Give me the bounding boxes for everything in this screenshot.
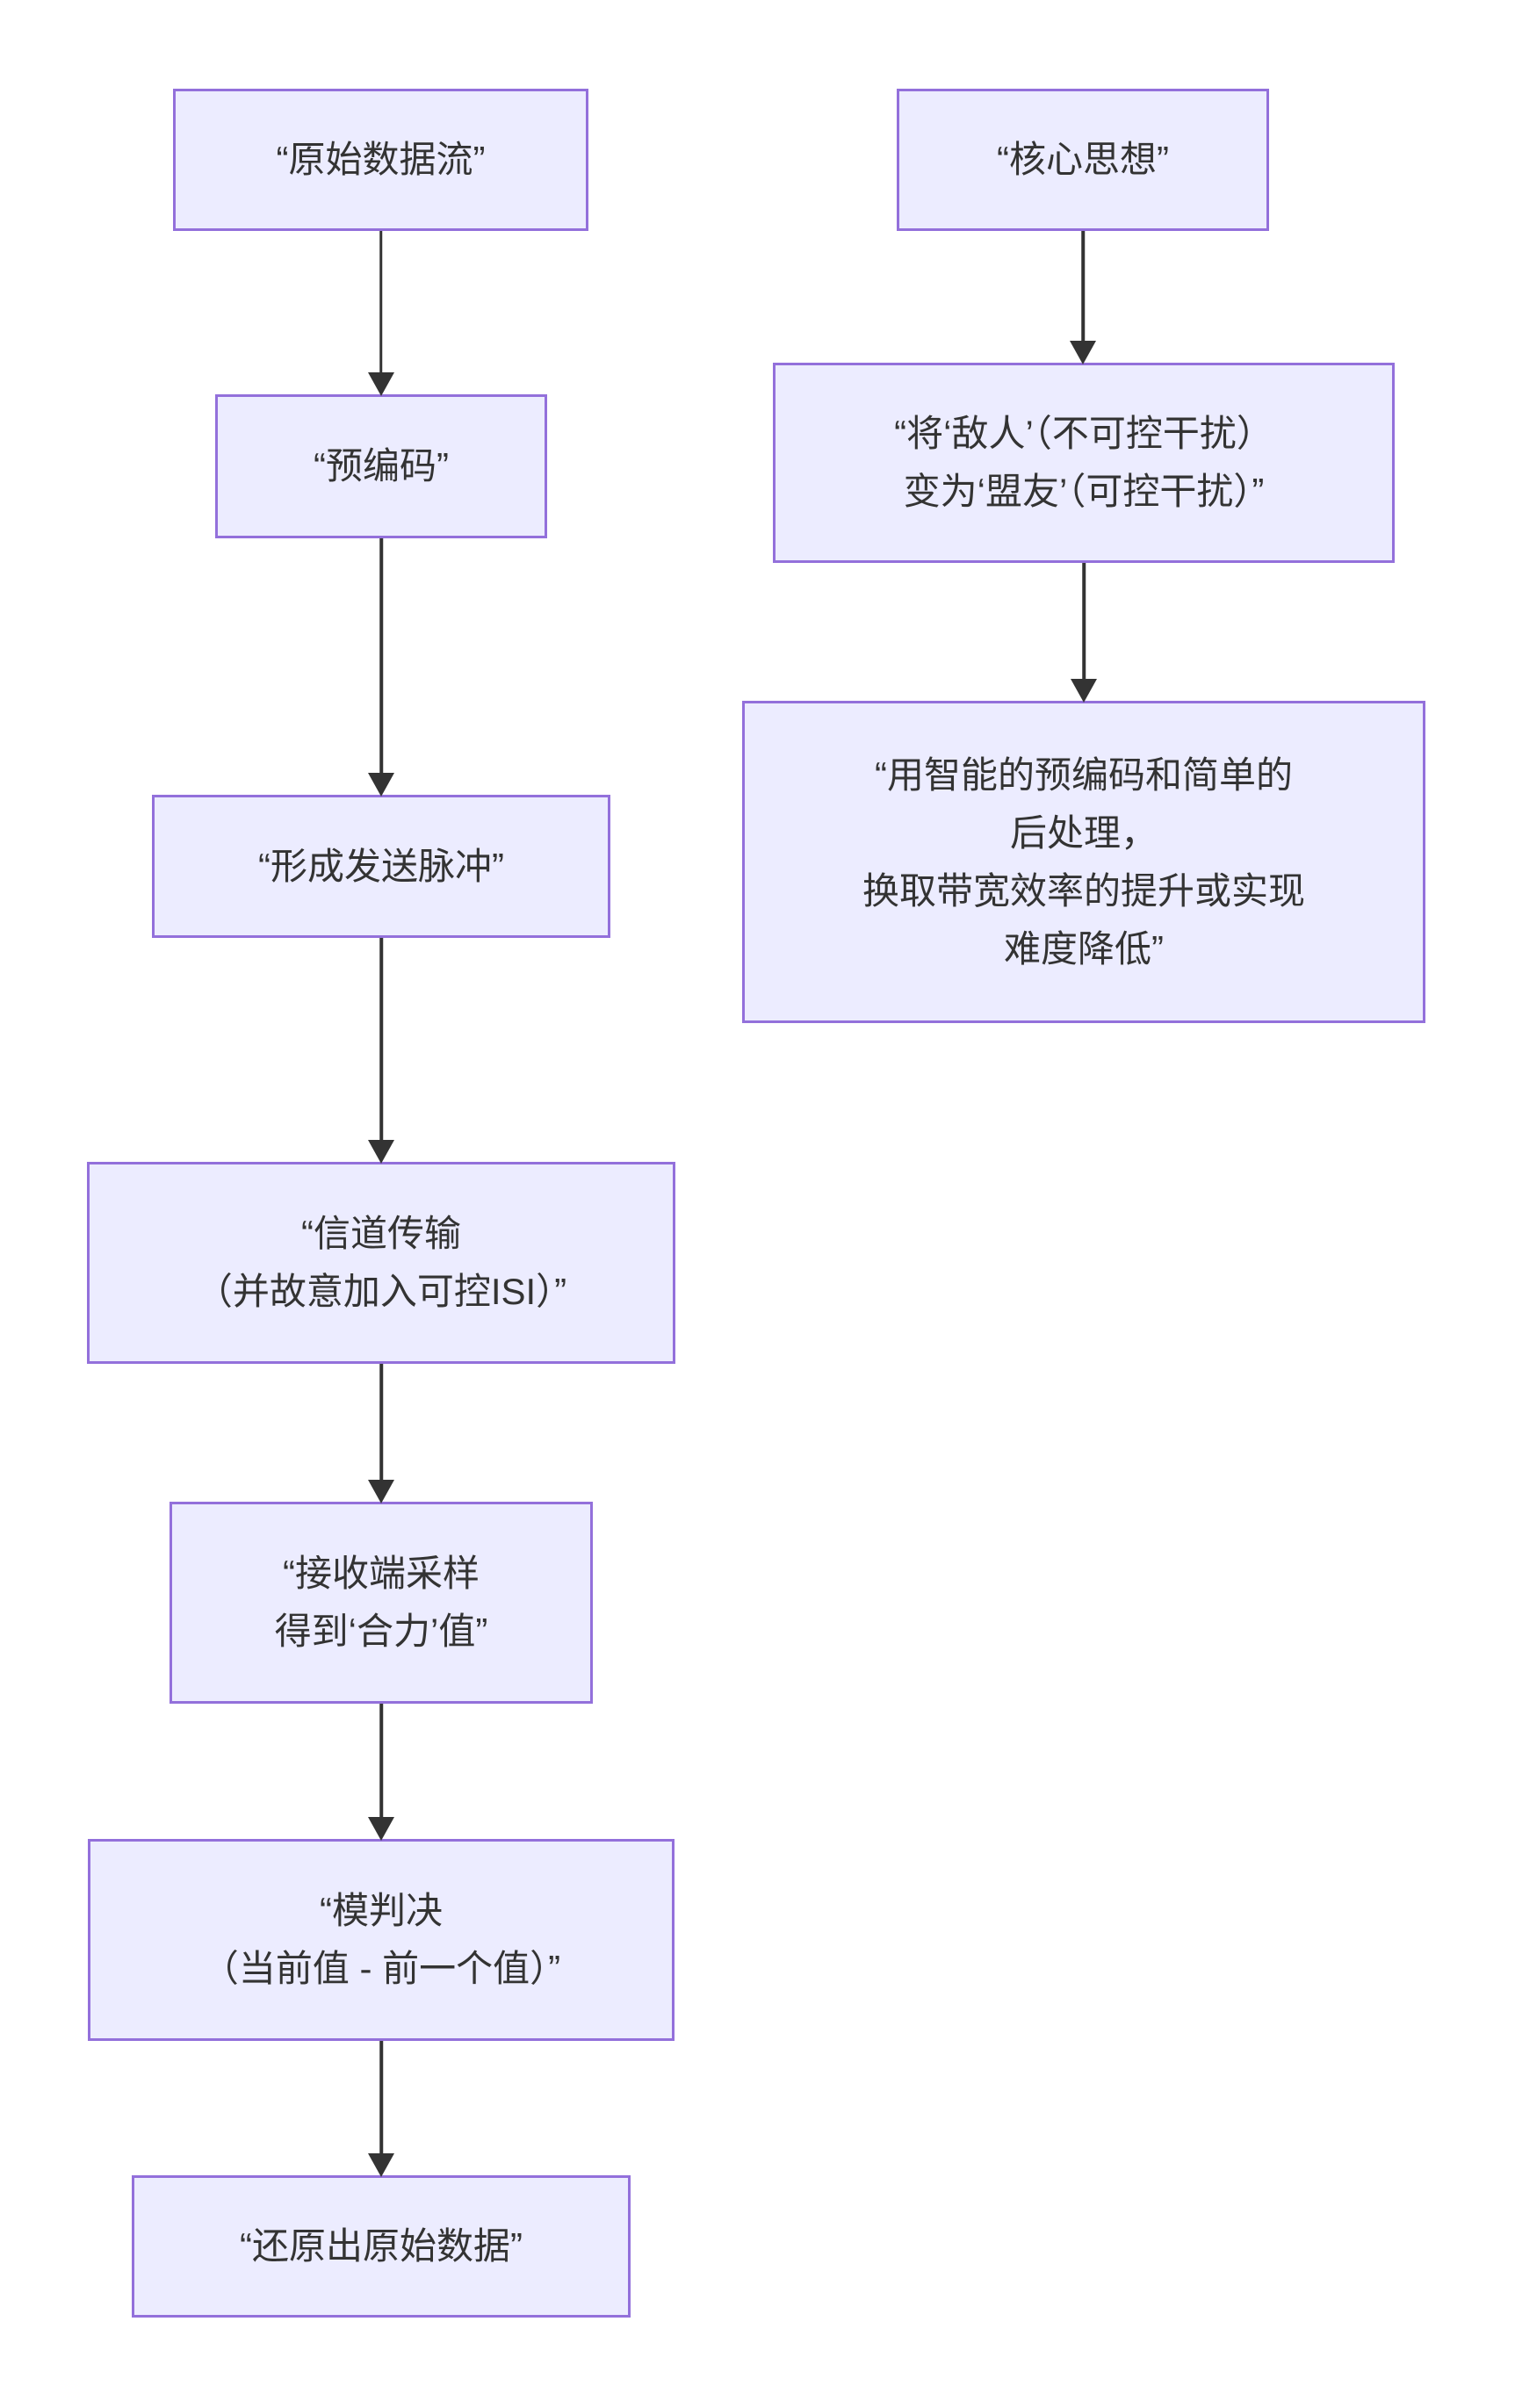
flow-node-label-line: 得到‘合力’值”	[274, 1611, 488, 1652]
arrowhead-icon	[367, 372, 394, 396]
arrow-modulo-to-restore	[368, 2041, 394, 2177]
flow-node-core-idea: “核心思想”	[897, 89, 1269, 231]
arrow-shaft	[379, 538, 383, 778]
arrowhead-icon	[368, 1480, 394, 1503]
arrowhead-icon	[368, 773, 394, 797]
arrow-channel-to-sampling	[368, 1364, 394, 1503]
arrow-pulse-to-channel	[368, 938, 394, 1164]
arrow-shaft	[379, 1704, 383, 1822]
flow-node-label-line: 难度降低”	[1004, 927, 1164, 970]
flow-node-label-line: “用智能的预编码和简单的	[875, 753, 1293, 796]
arrowhead-icon	[1071, 679, 1097, 703]
flow-node-sampling: “接收端采样得到‘合力’值”	[170, 1502, 593, 1704]
flow-node-label-line: 换取带宽效率的提升或实现	[862, 869, 1305, 912]
arrow-sampling-to-modulo	[368, 1704, 394, 1841]
arrow-shaft	[379, 2041, 383, 2159]
arrowhead-icon	[368, 1817, 394, 1841]
flow-node-label-line: 后处理，	[1009, 811, 1158, 854]
arrow-shaft	[1081, 231, 1085, 346]
arrow-shaft	[379, 1364, 383, 1485]
arrowhead-icon	[1070, 341, 1096, 364]
arrow-raw-data-to-precoding	[367, 231, 394, 396]
flow-node-modulo: “模判决 （当前值 - 前一个值）”	[88, 1839, 675, 2041]
flow-node-label-line: “还原出原始数据”	[240, 2225, 523, 2267]
flow-node-precoding: “预编码”	[215, 394, 547, 538]
flow-node-label-line: “将‘敌人’（不可控干扰）	[894, 413, 1273, 454]
flow-node-label-line: “预编码”	[314, 445, 449, 487]
flow-node-label-line: （并故意加入可控ISI）”	[195, 1271, 567, 1312]
flow-node-pulse: “形成发送脉冲”	[152, 795, 610, 938]
flow-node-label-line: 变为‘盟友’（可控干扰）”	[903, 471, 1265, 512]
flow-node-label-line: “原始数据流”	[276, 139, 486, 180]
arrowhead-icon	[368, 2153, 394, 2177]
flow-node-label-line: “形成发送脉冲”	[258, 845, 504, 887]
flow-node-label-line: （当前值 - 前一个值）”	[201, 1948, 561, 1989]
arrowhead-icon	[368, 1140, 394, 1164]
flow-node-channel: “信道传输 （并故意加入可控ISI）”	[87, 1162, 675, 1364]
arrow-core-idea-to-enemy-ally	[1070, 231, 1096, 364]
arrow-shaft	[379, 938, 383, 1145]
flow-node-raw-data: “原始数据流”	[173, 89, 588, 231]
flow-node-label-line: “接收端采样	[283, 1553, 480, 1594]
arrow-enemy-ally-to-tradeoff	[1071, 563, 1097, 703]
arrow-precoding-to-pulse	[368, 538, 394, 797]
flow-node-restore: “还原出原始数据”	[132, 2175, 631, 2318]
arrow-shaft	[379, 231, 383, 378]
flow-node-enemy-ally: “将‘敌人’（不可控干扰） 变为‘盟友’（可控干扰）”	[773, 363, 1395, 563]
flow-node-label-line: “模判决	[320, 1890, 443, 1931]
arrow-shaft	[1082, 563, 1086, 684]
flow-node-label-line: “信道传输	[301, 1213, 461, 1254]
flow-node-label-line: “核心思想”	[997, 139, 1169, 180]
flow-node-tradeoff: “用智能的预编码和简单的后处理， 换取带宽效率的提升或实现难度降低”	[742, 701, 1425, 1023]
